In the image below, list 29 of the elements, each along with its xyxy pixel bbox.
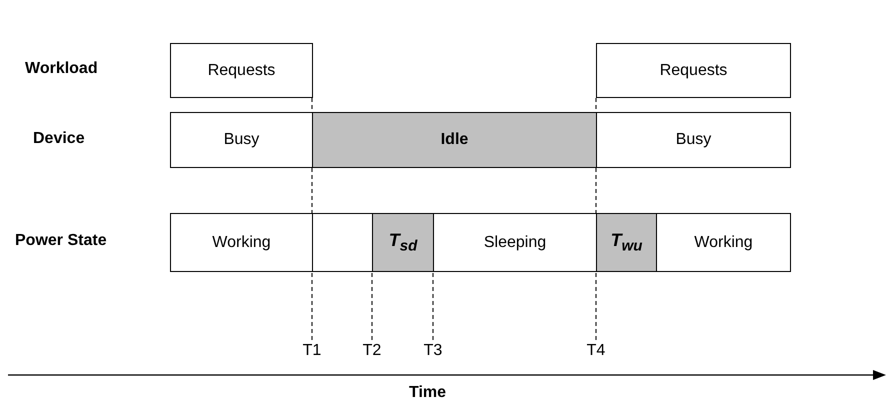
row-label: Workload <box>25 60 98 78</box>
state-box <box>596 112 791 168</box>
state-label: Busy <box>676 131 712 149</box>
state-label: Working <box>694 234 753 252</box>
state-box <box>656 213 791 272</box>
state-label: Sleeping <box>484 234 546 252</box>
row-label: Device <box>33 130 85 148</box>
time-marker-label: T4 <box>582 341 610 361</box>
axis-label: Time <box>409 384 446 402</box>
state-label: Requests <box>660 62 728 80</box>
state-box <box>433 213 597 272</box>
time-marker-label: T3 <box>419 341 447 361</box>
duration-label: T$_{sd}$ <box>388 230 418 255</box>
dashed-marker-line <box>432 272 434 340</box>
state-box <box>596 43 791 98</box>
state-box <box>170 43 313 98</box>
state-box <box>170 213 313 272</box>
row-label: Power State <box>15 232 107 250</box>
state-label: Idle <box>440 131 468 149</box>
state-box <box>312 112 597 168</box>
time-marker-label: T1 <box>298 341 326 361</box>
duration-label: T$_{wu}$ <box>610 230 642 255</box>
time-marker-label: T2 <box>358 341 386 361</box>
state-box <box>372 213 434 272</box>
state-box <box>596 213 657 272</box>
state-label: Busy <box>224 131 260 149</box>
state-label: Requests <box>208 62 276 80</box>
state-label: Working <box>212 234 271 252</box>
state-box <box>170 112 313 168</box>
